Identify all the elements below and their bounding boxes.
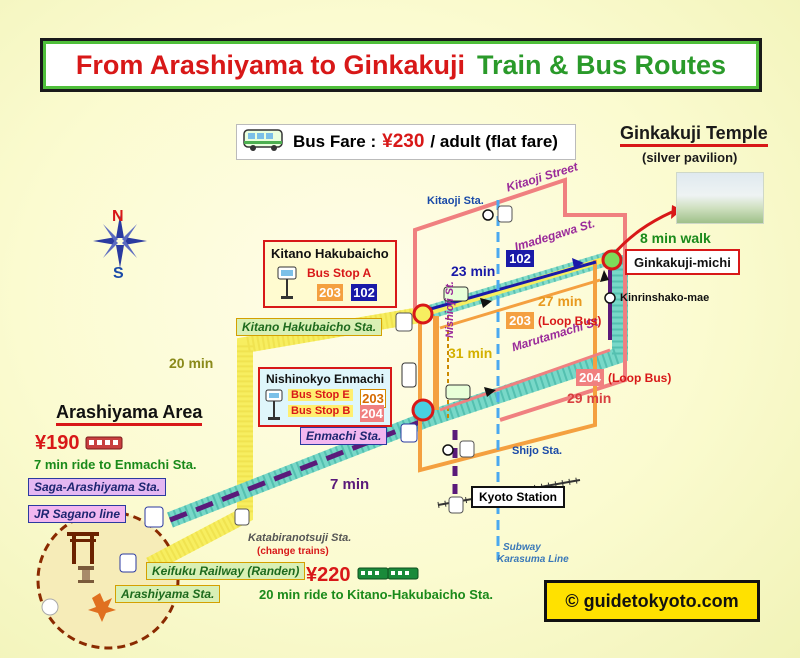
arashiyama-station: Arashiyama Sta.: [115, 585, 221, 603]
arrow-203: [480, 298, 492, 308]
fare-label: Bus Fare :: [293, 132, 377, 151]
randen-train-icon: [357, 567, 419, 580]
arrow-102: [572, 258, 584, 268]
keifuku-railway-label: Keifuku Railway (Randen): [146, 562, 306, 580]
stop-a-marker: [412, 303, 434, 325]
title-from: From Arashiyama to Ginkakuji: [75, 49, 466, 80]
kitano-hakubaicho-station: Kitano Hakubaicho Sta.: [236, 318, 383, 336]
time-29-min: 29 min: [567, 390, 612, 406]
jr-price: ¥190: [35, 432, 80, 454]
kitano-callout-title: Kitano Hakubaicho: [271, 246, 389, 261]
ginkakuji-title: Ginkakuji Temple: [620, 123, 768, 147]
jr-ride-note: 7 min ride to Enmachi Sta.: [34, 457, 197, 472]
maple-leaf-icon: [88, 593, 116, 622]
katabiranotsuji-station: Katabiranotsuji Sta.: [248, 532, 352, 544]
credit-box[interactable]: © guidetokyoto.com: [544, 580, 760, 622]
nishinokyo-enmachi-callout: Nishinokyo Enmachi Bus Stop E 203 Bus St…: [258, 367, 392, 427]
bus-204-chip-b: 204: [360, 405, 384, 422]
walk-time: 8 min walk: [640, 230, 711, 246]
time-20-min: 20 min: [169, 355, 214, 371]
kyoto-station: Kyoto Station: [471, 486, 565, 508]
bus-stop-b-label: Bus Stop B: [288, 405, 354, 417]
arrow-up: [600, 270, 609, 282]
ginkakuji-michi-marker: [601, 249, 623, 271]
compass-icon: [93, 215, 147, 268]
lantern-icon: [78, 566, 94, 583]
bus-102-route-chip: 102: [506, 250, 534, 267]
page-title: From Arashiyama to Ginkakuji Train & Bus…: [40, 38, 762, 92]
kitaoji-route: [413, 177, 627, 422]
route-102: [419, 260, 597, 314]
change-trains-note: (change trains): [257, 546, 329, 557]
bus-stop-a-label: Bus Stop A: [307, 266, 372, 280]
nishioji-label: Nishioji St.: [444, 281, 456, 338]
bus-stop-sign-icon-2: [265, 389, 283, 421]
temple-photo: [676, 172, 764, 224]
bus-icons: [401, 286, 471, 400]
saga-arashiyama-station: Saga-Arashiyama Sta.: [28, 478, 167, 496]
title-routes: Train & Bus Routes: [477, 49, 727, 80]
fare-price: ¥230: [382, 131, 425, 152]
kitaoji-station: Kitaoji Sta.: [427, 195, 484, 207]
stop-b-marker: [411, 398, 435, 422]
enmachi-station: Enmachi Sta.: [300, 427, 388, 445]
jr-train-icon: [85, 436, 123, 450]
time-7-min: 7 min: [330, 476, 370, 493]
route-203-path: [439, 278, 601, 330]
route-204-path: [439, 348, 611, 412]
bus-stop-e-label: Bus Stop E: [288, 389, 353, 401]
bus-icon: [243, 128, 285, 157]
kinrinshako-stop: Kinrinshako-mae: [620, 292, 710, 304]
time-31-min: 31 min: [448, 345, 493, 361]
bus-fare-box: Bus Fare : ¥230 / adult (flat fare): [236, 124, 576, 160]
bus-stop-sign-icon: [277, 266, 297, 300]
shijo-station: Shijo Sta.: [512, 445, 563, 457]
loop-bus-204: (Loop Bus): [608, 371, 672, 385]
bus-204-route-chip: 204: [576, 369, 604, 386]
nishinokyo-callout-title: Nishinokyo Enmachi: [266, 372, 385, 386]
kitaoji-sta-marker: [482, 209, 494, 221]
shijo-marker: [442, 444, 454, 456]
boat-icon: [41, 598, 59, 616]
subway-label: Subway: [503, 542, 541, 553]
kitano-hakubaicho-callout: Kitano Hakubaicho Bus Stop A 203 102: [263, 240, 397, 308]
ginkakuji-michi-stop: Ginkakuji-michi: [625, 249, 740, 275]
randen-ride-note: 20 min ride to Kitano-Hakubaicho Sta.: [259, 587, 494, 602]
time-23-min: 23 min: [451, 263, 496, 279]
bus-203-route-chip: 203: [506, 312, 534, 329]
fare-note: / adult (flat fare): [430, 132, 558, 151]
walk-arrow: [610, 210, 673, 257]
ginkakuji-subtitle: (silver pavilion): [642, 150, 738, 165]
time-27-min: 27 min: [538, 293, 583, 309]
arashiyama-area-title: Arashiyama Area: [56, 402, 203, 426]
subway-line-label: Karasuma Line: [497, 554, 569, 565]
bus-102-chip-a: 102: [351, 284, 377, 301]
kinrinshako-marker: [604, 292, 616, 304]
route-203-loop: [418, 260, 597, 473]
jr-sagano-line-label: JR Sagano line: [28, 505, 127, 523]
bus-203-chip-a: 203: [317, 284, 343, 301]
randen-price: ¥220: [306, 564, 351, 586]
compass-north: N: [112, 208, 124, 225]
loop-bus-203: (Loop Bus): [538, 314, 602, 328]
arrow-204: [484, 387, 496, 397]
compass-south: S: [113, 265, 124, 282]
torii-icon: [67, 532, 99, 564]
train-icons: [119, 205, 513, 573]
arashiyama-area-circle: [36, 510, 180, 650]
